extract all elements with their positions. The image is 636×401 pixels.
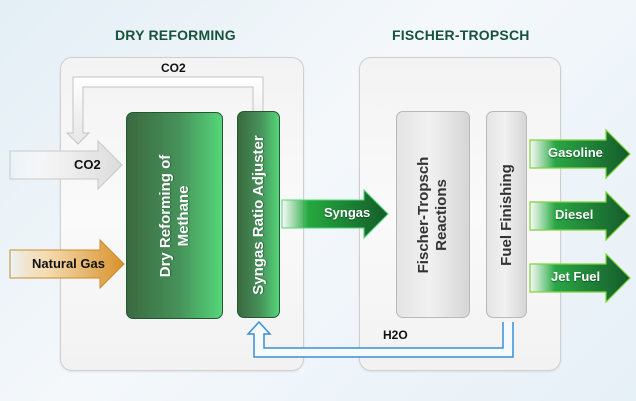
- syngas-arrow: Syngas: [281, 188, 389, 240]
- syngas-ratio-adjuster-label: Syngas Ratio Adjuster: [249, 134, 267, 295]
- co2-input-arrow: CO2: [9, 139, 123, 191]
- syngas-label: Syngas: [324, 205, 371, 220]
- arrow-right-icon: [529, 128, 631, 180]
- fuel-finishing-label: Fuel Finishing: [497, 163, 515, 266]
- arrow-right-icon: [529, 252, 631, 304]
- gasoline-label: Gasoline: [548, 145, 603, 160]
- co2-loop-label: CO2: [161, 61, 186, 75]
- co2-input-label: CO2: [74, 157, 101, 172]
- syngas-ratio-adjuster-box: Syngas Ratio Adjuster: [237, 111, 280, 318]
- natural-gas-input-arrow: Natural Gas: [9, 238, 125, 290]
- jet-fuel-label: Jet Fuel: [551, 269, 601, 284]
- arrow-right-icon: [281, 188, 389, 240]
- fischer-tropsch-title: FISCHER-TROPSCH: [392, 27, 530, 43]
- gasoline-output-arrow: Gasoline: [529, 128, 631, 180]
- fuel-finishing-box: Fuel Finishing: [486, 111, 527, 318]
- h2o-loop-label: H2O: [383, 328, 408, 342]
- dry-reforming-of-methane-label: Dry Reforming of Methane: [156, 154, 192, 277]
- arrow-right-icon: [9, 238, 125, 290]
- natural-gas-input-label: Natural Gas: [32, 256, 105, 271]
- arrow-right-icon: [529, 190, 631, 242]
- fischer-tropsch-reactions-label: Fischer-Tropsch Reactions: [415, 156, 450, 273]
- diesel-output-arrow: Diesel: [529, 190, 631, 242]
- dry-reforming-of-methane-box: Dry Reforming of Methane: [126, 112, 223, 319]
- arrow-right-icon: [9, 139, 123, 191]
- dry-reforming-title: DRY REFORMING: [115, 27, 236, 43]
- diesel-label: Diesel: [555, 207, 594, 222]
- jet-fuel-output-arrow: Jet Fuel: [529, 252, 631, 304]
- fischer-tropsch-reactions-box: Fischer-Tropsch Reactions: [396, 111, 470, 318]
